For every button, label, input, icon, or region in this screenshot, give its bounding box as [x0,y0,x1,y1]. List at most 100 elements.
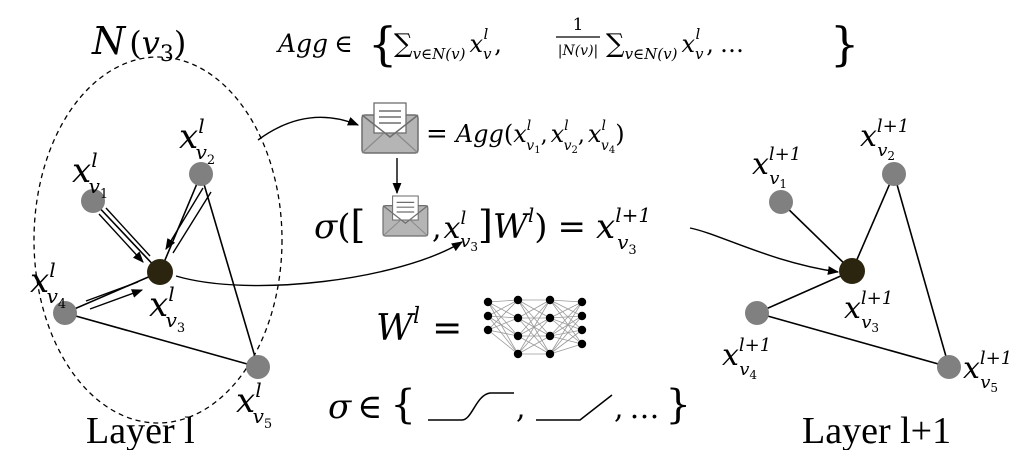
sum-symbol: ∑ [394,29,413,59]
network-neuron [577,311,587,321]
node-v1 [769,190,793,214]
network-neuron [545,331,555,341]
network-connection [549,329,583,355]
network-connection [517,299,551,355]
message-arrows [85,187,212,310]
network-connection [487,317,519,331]
network-connection [549,329,583,337]
network-connection [487,329,519,355]
node-v2 [189,162,213,186]
node-v3-center [147,259,173,285]
layer-l1-edges [756,173,950,368]
svg-text:Agg∈: Agg∈ [276,29,353,58]
edge-v2-v5 [200,173,259,368]
network-neuron [513,313,523,323]
x-subscript: v [695,45,704,63]
network-neuron [513,295,523,305]
network-connection [549,299,583,317]
network-connection [487,301,519,337]
neighborhood-boundary [33,56,283,424]
network-neuron [545,313,555,323]
weight-equation: Wl= [376,295,587,359]
layer-l-nodes [53,162,270,379]
edge-v2-v5 [893,173,950,368]
node-v4 [745,301,769,325]
paren-open: ( [129,24,141,62]
network-connection [487,315,519,337]
network-connection [517,317,551,355]
network-connection [487,299,519,317]
sum-subscript: v∈N(v) [625,45,678,63]
node-v2 [882,162,906,186]
network-connection [549,301,583,355]
edge-v2-v3 [159,173,202,273]
edge-v4-v5 [64,312,259,368]
svg-text:∑v∈N(v)xvl,…: ∑v∈N(v)xvl,… [606,25,744,63]
left-brace: { [368,17,397,71]
node-v4 [53,301,77,325]
network-neuron [513,349,523,359]
x-superscript: l [483,25,488,43]
sum-subscript: v∈N(v) [413,45,466,63]
edge-v4-v3 [756,270,853,314]
node-v1 [81,189,105,213]
layer-l-edges [64,173,259,368]
message-arrow-v2 [165,187,204,250]
x-superscript: l [695,25,700,43]
network-connection [487,301,519,319]
edge-v1-v3 [780,201,853,272]
network-connection [549,335,583,345]
neighborhood-title: N(v3) [91,19,186,67]
network-neuron [577,297,587,307]
network-neuron [545,349,555,359]
message-line-v4 [85,281,139,302]
message-line-v2 [172,191,212,254]
network-neuron [483,311,493,321]
network-connection [549,301,583,319]
message-arrow-v1 [98,213,144,263]
set-ellipsis: … [720,30,744,58]
network-connection [487,315,519,355]
set-comma: , [706,30,714,58]
network-connection [549,301,583,337]
network-neuron [513,331,523,341]
v-subscript: 3 [160,42,174,67]
x-symbol: x [681,30,695,58]
neighborhood-symbol: N [91,19,127,63]
update-formula-left: σ([ [314,203,365,247]
node-v5 [246,355,270,379]
svg-text:∑v∈N(v)xvl,: ∑v∈N(v)xvl, [394,25,502,63]
paren-close: ) [174,24,186,62]
set-comma: , [494,30,502,58]
weight-formula: Wl= [376,304,462,349]
sum-symbol: ∑ [606,29,625,59]
layer-l-caption: Layer l [86,410,195,450]
edge-v2-v3 [851,173,895,272]
fraction-denominator: |N(v)| [558,43,599,59]
network-connection [549,299,583,331]
edge-v1-v3 [92,200,161,273]
network-neuron [577,339,587,349]
network-connection [487,299,519,331]
x-subscript: v [483,45,492,63]
arrow-to-next-layer [689,227,840,275]
network-connection [487,301,519,355]
network-connection [517,335,551,355]
network-connection [549,315,583,337]
v-symbol: v [142,24,160,62]
envelope-icon [361,102,419,154]
network-connection [549,299,583,303]
edge-v4-v5 [756,312,950,368]
node-v5 [937,355,961,379]
network-connection [549,299,583,345]
